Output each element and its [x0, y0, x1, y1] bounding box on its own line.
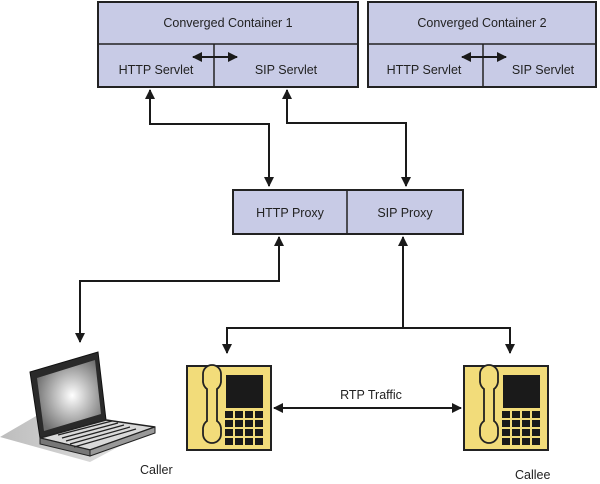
callee-label: Callee — [515, 468, 550, 479]
sip-servlet-to-sip-proxy-connector — [282, 89, 411, 187]
laptop-screen — [37, 360, 101, 431]
container-2-title: Converged Container 2 — [417, 16, 546, 30]
laptop-icon — [0, 351, 156, 462]
callee-handset — [479, 364, 499, 444]
converged-container-1: Converged Container 1 HTTP Servlet SIP S… — [97, 1, 359, 88]
rtp-traffic-label: RTP Traffic — [340, 388, 402, 402]
container-2-http-servlet: HTTP Servlet — [387, 63, 462, 77]
laptop-keyboard-keys — [57, 420, 137, 448]
http-servlet-to-http-proxy-connector — [145, 89, 274, 187]
callee-keypad — [502, 411, 540, 445]
converged-container-2: Converged Container 2 HTTP Servlet SIP S… — [367, 1, 597, 88]
proxy-rect — [232, 189, 464, 235]
container-1-title: Converged Container 1 — [163, 16, 292, 30]
container-1-http-servlet: HTTP Servlet — [119, 63, 194, 77]
container-2-sip-servlet: SIP Servlet — [512, 63, 575, 77]
caller-label: Caller — [140, 463, 173, 477]
sip-proxy-label: SIP Proxy — [377, 206, 433, 220]
laptop-side-edge — [89, 426, 156, 457]
callee-phone-screen — [503, 375, 540, 408]
caller-keypad — [225, 411, 263, 445]
http-proxy-to-caller-connector — [75, 236, 284, 343]
caller-phone-icon — [186, 364, 272, 451]
container-1-sip-servlet: SIP Servlet — [255, 63, 318, 77]
http-proxy-label: HTTP Proxy — [256, 206, 325, 220]
caller-phone-screen — [226, 375, 263, 408]
sip-proxy-to-phones-connector — [222, 327, 515, 354]
callee-phone-icon — [463, 364, 549, 451]
caller-handset — [202, 364, 222, 444]
proxy-box: HTTP Proxy SIP Proxy — [232, 189, 464, 235]
